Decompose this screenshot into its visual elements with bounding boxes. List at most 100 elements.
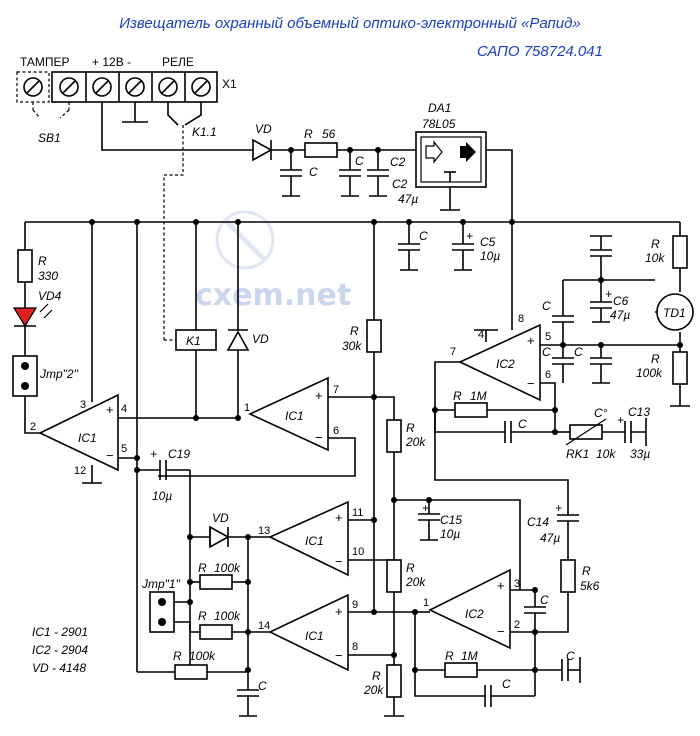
sensor-td1: TD1: [656, 293, 694, 331]
svg-text:RK1: RK1: [566, 447, 589, 461]
svg-text:VD: VD: [255, 122, 272, 136]
svg-text:R: R: [582, 564, 591, 578]
document-code: САПО 758724.041: [477, 43, 603, 60]
resistor-r56: [304, 142, 338, 158]
cap-c2: C2 C2 47µ: [367, 150, 418, 206]
svg-text:Jmp"2": Jmp"2": [39, 367, 79, 381]
ic1-comparator-relay: IC1 + − 1 7 6: [244, 376, 339, 452]
svg-text:8: 8: [352, 641, 358, 653]
svg-text:IC1: IC1: [305, 629, 324, 643]
svg-text:C15: C15: [440, 513, 462, 527]
thermistor-rk1: C° RK1 10k: [565, 406, 616, 461]
svg-text:C19: C19: [168, 447, 190, 461]
svg-text:1: 1: [423, 597, 429, 609]
svg-text:−: −: [315, 430, 323, 445]
svg-text:6: 6: [545, 369, 551, 381]
svg-text:10µ: 10µ: [152, 489, 172, 503]
cap-c-fb-top: C: [470, 417, 555, 443]
svg-text:R: R: [651, 237, 660, 251]
svg-text:C: C: [540, 593, 549, 607]
svg-text:12: 12: [74, 465, 86, 477]
resistor-r30k: [366, 319, 382, 353]
cap-c19: + C19 10µ: [137, 447, 190, 503]
svg-text:R: R: [651, 352, 660, 366]
resistor-r20k-b: [386, 559, 402, 593]
svg-text:R: R: [173, 649, 182, 663]
svg-text:DA1: DA1: [428, 101, 451, 115]
svg-text:+: +: [150, 447, 157, 461]
cap-c-input-2: C: [339, 150, 364, 197]
svg-text:+: +: [315, 388, 323, 403]
svg-text:C: C: [309, 165, 318, 179]
svg-text:R: R: [198, 561, 207, 575]
svg-text:33µ: 33µ: [630, 447, 650, 461]
svg-text:20k: 20k: [363, 683, 384, 697]
resistor-r1m-a: R 1M: [435, 389, 555, 418]
svg-text:R: R: [445, 649, 454, 663]
svg-text:R: R: [38, 254, 47, 268]
svg-text:−: −: [335, 554, 343, 569]
svg-text:6: 6: [333, 425, 339, 437]
resistor-r20k-a: [386, 419, 402, 453]
svg-text:100k: 100k: [636, 366, 663, 380]
parts-list-item: IC2 - 2904: [32, 643, 88, 657]
svg-text:10: 10: [352, 546, 364, 558]
svg-text:14: 14: [258, 620, 270, 632]
cap-c-right-top: [590, 235, 612, 280]
resistor-r100k-2: R 100k: [198, 609, 270, 640]
svg-text:+: +: [617, 413, 624, 427]
label-power: + 12В -: [92, 55, 131, 69]
resistor-r1m-b: R 1M: [415, 649, 535, 678]
wire-12v: [101, 102, 253, 151]
cap-c15: + C15 10µ: [418, 500, 462, 541]
svg-text:C: C: [419, 229, 428, 243]
svg-text:C: C: [574, 345, 583, 359]
svg-text:+: +: [335, 604, 343, 619]
svg-text:3: 3: [80, 399, 86, 411]
cap-c-bottom-left: C: [237, 679, 267, 717]
ic1-comparator-led: IC1 + − 3 4 2 5 12: [30, 393, 127, 477]
svg-text:2: 2: [514, 619, 520, 631]
svg-text:3: 3: [514, 578, 520, 590]
resistor-r20k-c: [386, 664, 402, 698]
cap-c-ic2-in: C: [524, 590, 549, 632]
svg-text:+: +: [555, 501, 562, 515]
svg-text:C2: C2: [392, 177, 408, 191]
svg-text:C: C: [542, 345, 551, 359]
svg-text:R: R: [453, 389, 462, 403]
resistor-r100k-1: R 100k: [190, 561, 248, 590]
svg-text:100k: 100k: [214, 561, 241, 575]
svg-text:IC1: IC1: [305, 534, 324, 548]
svg-text:R: R: [198, 609, 207, 623]
cap-c-fb-bottom: C: [470, 677, 535, 707]
svg-text:C°: C°: [594, 406, 608, 420]
svg-text:C6: C6: [613, 294, 629, 308]
svg-text:+: +: [106, 402, 114, 417]
svg-text:C: C: [502, 677, 511, 691]
svg-text:5k6: 5k6: [580, 579, 600, 593]
svg-text:100k: 100k: [214, 609, 241, 623]
resistor-r5k6: [560, 559, 576, 593]
cap-c-right-1: C: [542, 299, 574, 345]
svg-text:IC2: IC2: [496, 357, 515, 371]
svg-text:C: C: [258, 679, 267, 693]
svg-text:47µ: 47µ: [610, 308, 630, 322]
svg-text:R: R: [406, 421, 415, 435]
watermark: cxem.net: [195, 278, 351, 313]
svg-text:330: 330: [38, 269, 58, 283]
svg-text:TD1: TD1: [663, 306, 686, 320]
schematic-title: Извещатель охранный объемный оптико-элек…: [119, 15, 581, 32]
svg-text:20k: 20k: [405, 435, 426, 449]
svg-text:+: +: [497, 578, 505, 593]
svg-text:4: 4: [478, 329, 484, 341]
svg-text:C: C: [355, 154, 364, 168]
cap-c5: + C5 10µ: [452, 222, 500, 271]
cap-c-right-3: C: [574, 345, 612, 384]
svg-text:+: +: [527, 333, 535, 348]
svg-text:C13: C13: [628, 405, 650, 419]
svg-text:47µ: 47µ: [540, 531, 560, 545]
diode-vd-k1: VD: [226, 222, 269, 418]
svg-text:10µ: 10µ: [440, 527, 460, 541]
jumper-jmp2: Jmp"2": [12, 355, 79, 397]
